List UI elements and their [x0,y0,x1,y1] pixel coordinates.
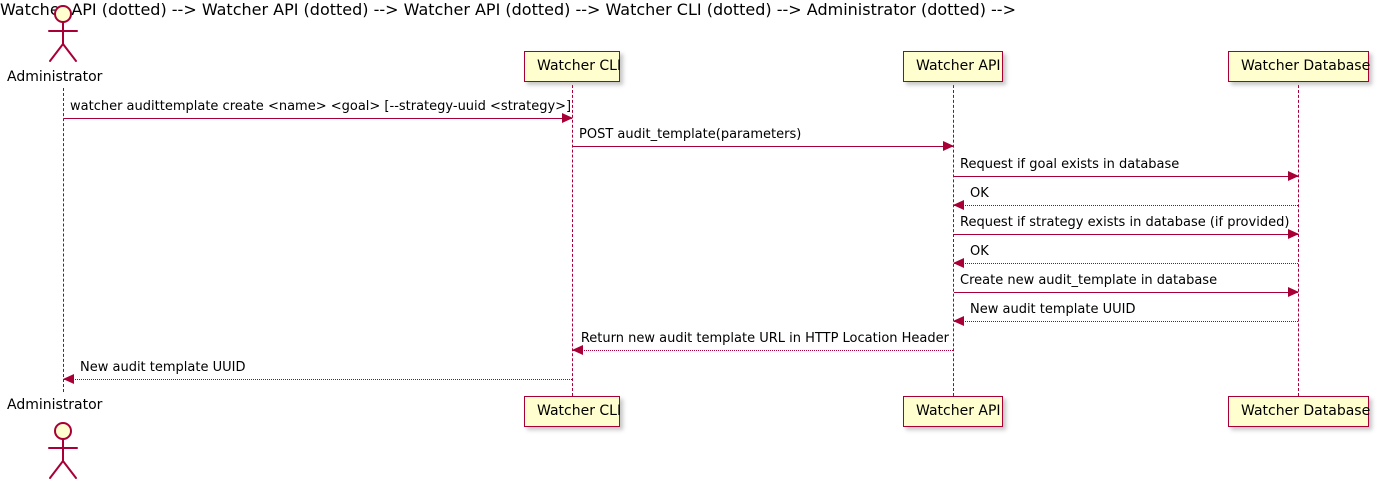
lifeline-watcher-database [1298,85,1299,396]
message-label: POST audit_template(parameters) [579,127,802,142]
participant-watcher-api-bottom[interactable]: Watcher API [903,396,1003,427]
participant-watcher-cli-top[interactable]: Watcher CLI [524,51,621,82]
arrowhead-right-icon [1288,229,1299,239]
arrowhead-left-icon [953,258,964,268]
lifeline-administrator [63,88,64,392]
arrowhead-right-icon [1288,171,1299,181]
message-label: Create new audit_template in database [960,273,1218,288]
message-line [64,379,572,380]
message-line [573,350,953,351]
actor-administrator-bottom [40,421,86,479]
message-line [954,205,1298,206]
lifeline-watcher-cli [572,85,573,396]
message-label: watcher audittemplate create <name> <goa… [70,99,572,114]
message-label: New audit template UUID [80,360,246,375]
arrowhead-left-icon [63,374,74,384]
message-line [573,146,953,147]
arrowhead-left-icon [953,316,964,326]
participant-watcher-database-bottom[interactable]: Watcher Database [1228,396,1370,427]
message-line [954,292,1298,293]
actor-label-administrator-bottom: Administrator [7,397,103,413]
message-label: OK [970,244,989,259]
message-line [954,176,1298,177]
arrowhead-right-icon [1288,287,1299,297]
participant-watcher-api-top[interactable]: Watcher API [903,51,1003,82]
message-label: Return new audit template URL in HTTP Lo… [580,331,949,346]
actor-label-administrator-top: Administrator [7,69,103,85]
message-line [954,234,1298,235]
arrowhead-left-icon [572,345,583,355]
message-label: Request if goal exists in database [960,157,1180,172]
message-line [64,118,572,119]
participant-watcher-database-top[interactable]: Watcher Database [1228,51,1370,82]
actor-administrator-top [40,4,86,62]
arrowhead-left-icon [953,200,964,210]
message-label: OK [970,186,989,201]
message-line [954,321,1298,322]
message-label: New audit template UUID [970,302,1136,317]
arrowhead-right-icon [943,141,954,151]
message-label: Request if strategy exists in database (… [960,215,1290,230]
lifeline-watcher-api [953,85,954,396]
arrowhead-right-icon [562,113,573,123]
participant-watcher-cli-bottom[interactable]: Watcher CLI [524,396,621,427]
message-line [954,263,1298,264]
